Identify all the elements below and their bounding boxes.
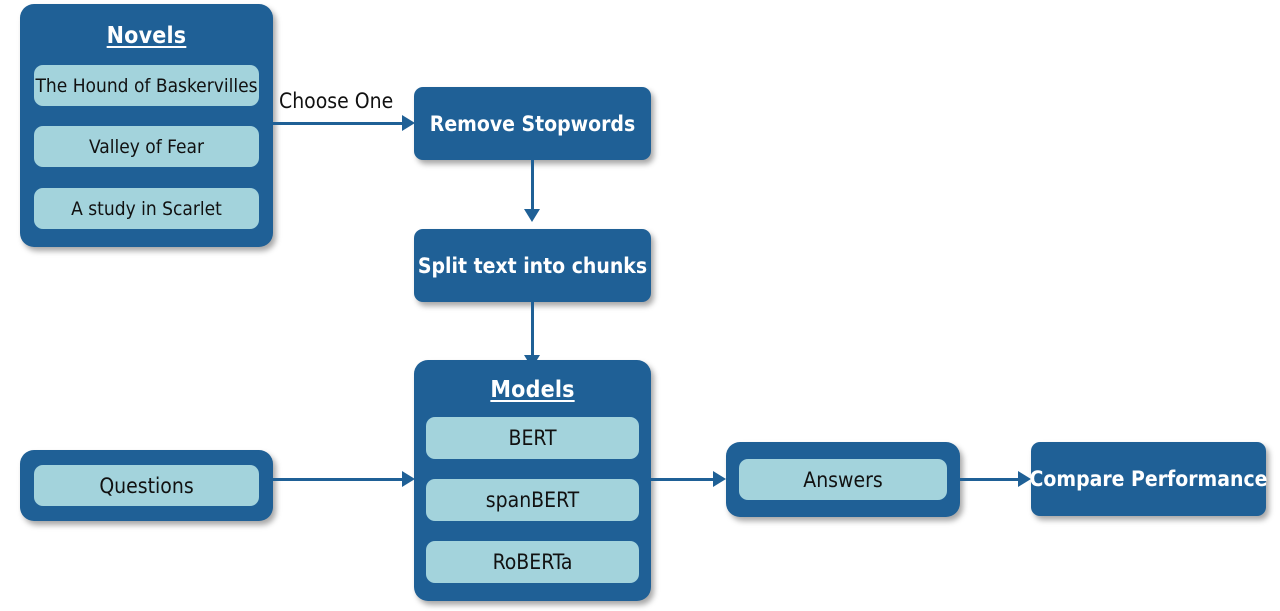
process-compare-performance-label: Compare Performance — [1029, 467, 1268, 491]
model-item-spanbert[interactable]: spanBERT — [426, 479, 639, 521]
edge-stopwords-to-split — [531, 160, 534, 211]
answers-node[interactable]: Answers — [726, 442, 960, 517]
models-group-title: Models — [490, 377, 575, 403]
process-remove-stopwords-label: Remove Stopwords — [429, 111, 636, 136]
model-item-label: RoBERTa — [492, 550, 573, 574]
edge-stopwords-to-split-arrowhead — [524, 209, 540, 222]
novel-item-label: A study in Scarlet — [71, 197, 222, 220]
edge-answers-to-compare-arrowhead — [1018, 471, 1031, 487]
edge-models-to-answers — [651, 478, 715, 481]
edge-questions-to-models-arrowhead — [402, 471, 415, 487]
edge-questions-to-models — [273, 478, 404, 481]
model-item-roberta[interactable]: RoBERTa — [426, 541, 639, 583]
edge-answers-to-compare — [960, 478, 1020, 481]
novels-group-title: Novels — [106, 23, 187, 49]
edge-models-to-answers-arrowhead — [713, 471, 726, 487]
answers-label: Answers — [803, 467, 883, 492]
novel-item-hound[interactable]: The Hound of Baskervilles — [34, 65, 259, 106]
novels-group-panel[interactable]: Novels The Hound of Baskervilles Valley … — [20, 4, 273, 247]
edge-split-to-models — [531, 302, 534, 359]
novel-item-label: The Hound of Baskervilles — [35, 74, 258, 97]
questions-pill[interactable]: Questions — [34, 465, 259, 506]
answers-pill[interactable]: Answers — [739, 459, 947, 500]
questions-label: Questions — [99, 473, 194, 498]
novel-item-valley[interactable]: Valley of Fear — [34, 126, 259, 167]
novel-item-label: Valley of Fear — [89, 135, 204, 158]
process-compare-performance[interactable]: Compare Performance — [1029, 442, 1268, 516]
model-item-label: spanBERT — [485, 488, 580, 512]
model-item-label: BERT — [508, 426, 557, 450]
process-split-text-into-chunks-label: Split text into chunks — [417, 253, 648, 278]
edge-novels-to-stopwords-arrowhead — [402, 115, 415, 131]
edge-label-choose-one: Choose One — [279, 89, 394, 113]
novel-item-scarlet[interactable]: A study in Scarlet — [34, 188, 259, 229]
edge-novels-to-stopwords — [273, 122, 404, 125]
questions-node[interactable]: Questions — [20, 450, 273, 521]
process-split-text-into-chunks[interactable]: Split text into chunks — [414, 229, 651, 302]
models-group-panel[interactable]: Models BERT spanBERT RoBERTa — [414, 360, 651, 601]
model-item-bert[interactable]: BERT — [426, 417, 639, 459]
process-remove-stopwords[interactable]: Remove Stopwords — [414, 87, 651, 160]
